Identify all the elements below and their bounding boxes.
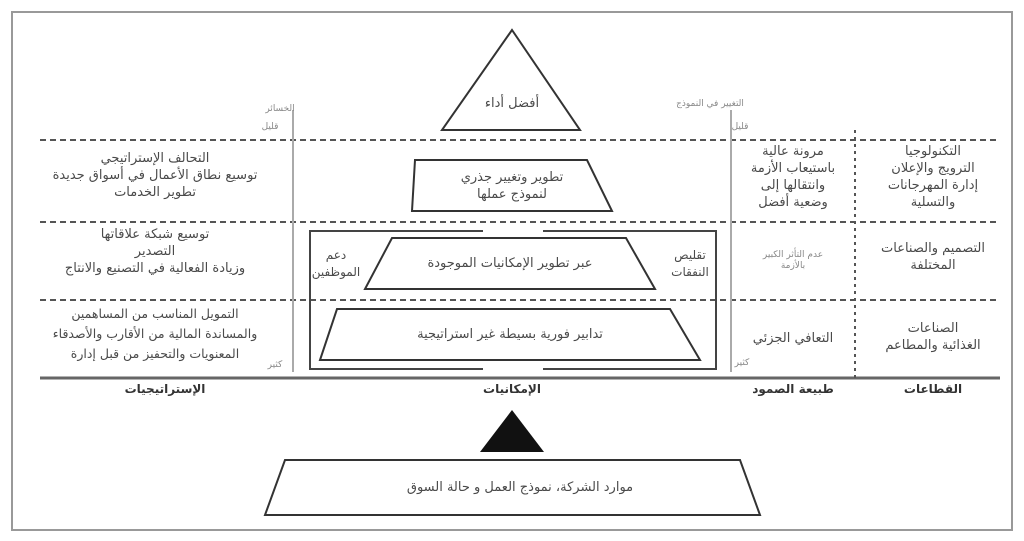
bracket-right xyxy=(543,230,717,370)
losses-few: قليل xyxy=(261,122,279,132)
strategy-1: التحالف الإستراتيجي توسيع نطاق الأعمال ف… xyxy=(52,151,258,200)
losses-many: كثير xyxy=(267,360,283,370)
capability-1: تطوير وتغيير جذري لنموذج عملها xyxy=(460,170,564,202)
strategy-2: توسيع شبكة علاقاتها التصدير وزيادة الفعا… xyxy=(64,227,246,276)
outer-frame xyxy=(11,11,1013,531)
cost-cutting: تقليص النفقات xyxy=(671,248,709,279)
staff-support: دعم الموظفين xyxy=(311,248,361,279)
change-label: التغيير في النموذج xyxy=(676,99,744,109)
base-label: موارد الشركة، نموذج العمل و حالة السوق xyxy=(406,480,634,495)
header-resilience: طبيعة الصمود xyxy=(752,382,834,396)
header-capabilities: الإمكانيات xyxy=(483,382,541,396)
strategy-3: التمويل المناسب من المساهمين والمساندة ا… xyxy=(52,306,258,361)
top-label: أفضل أداء xyxy=(484,96,540,111)
sector-2: التصميم والصناعات المختلفة xyxy=(881,241,985,273)
losses-label: الخسائر xyxy=(265,104,295,114)
trapezoid-2 xyxy=(363,237,657,290)
small-triangle xyxy=(480,410,544,452)
header-strategies: الإستراتيجيات xyxy=(124,382,206,396)
header-sectors: القطاعات xyxy=(903,382,963,396)
base-trapezoid xyxy=(263,459,762,516)
resilience-2: عدم التأثر الكبير بالأزمة xyxy=(762,250,824,271)
trapezoid-1 xyxy=(410,159,614,212)
change-few: قليل xyxy=(731,122,749,132)
trapezoid-3 xyxy=(318,308,702,361)
change-many: كثير xyxy=(734,358,750,368)
capability-3: تدابير فورية بسيطة غير استراتيجية xyxy=(417,327,603,342)
row-dividers xyxy=(40,139,1000,301)
sector-1: التكنولوجيا الترويج والإعلان إدارة المهر… xyxy=(887,144,979,210)
resilience-3: التعافي الجزئي xyxy=(752,331,834,346)
top-triangle xyxy=(440,28,582,131)
capability-2: عبر تطوير الإمكانيات الموجودة xyxy=(427,256,593,271)
resilience-1: مرونة عالية باستيعاب الأزمة وانتقالها إل… xyxy=(750,144,836,210)
bracket-left xyxy=(309,230,483,370)
sector-3: الصناعات الغذائية والمطاعم xyxy=(885,321,981,353)
